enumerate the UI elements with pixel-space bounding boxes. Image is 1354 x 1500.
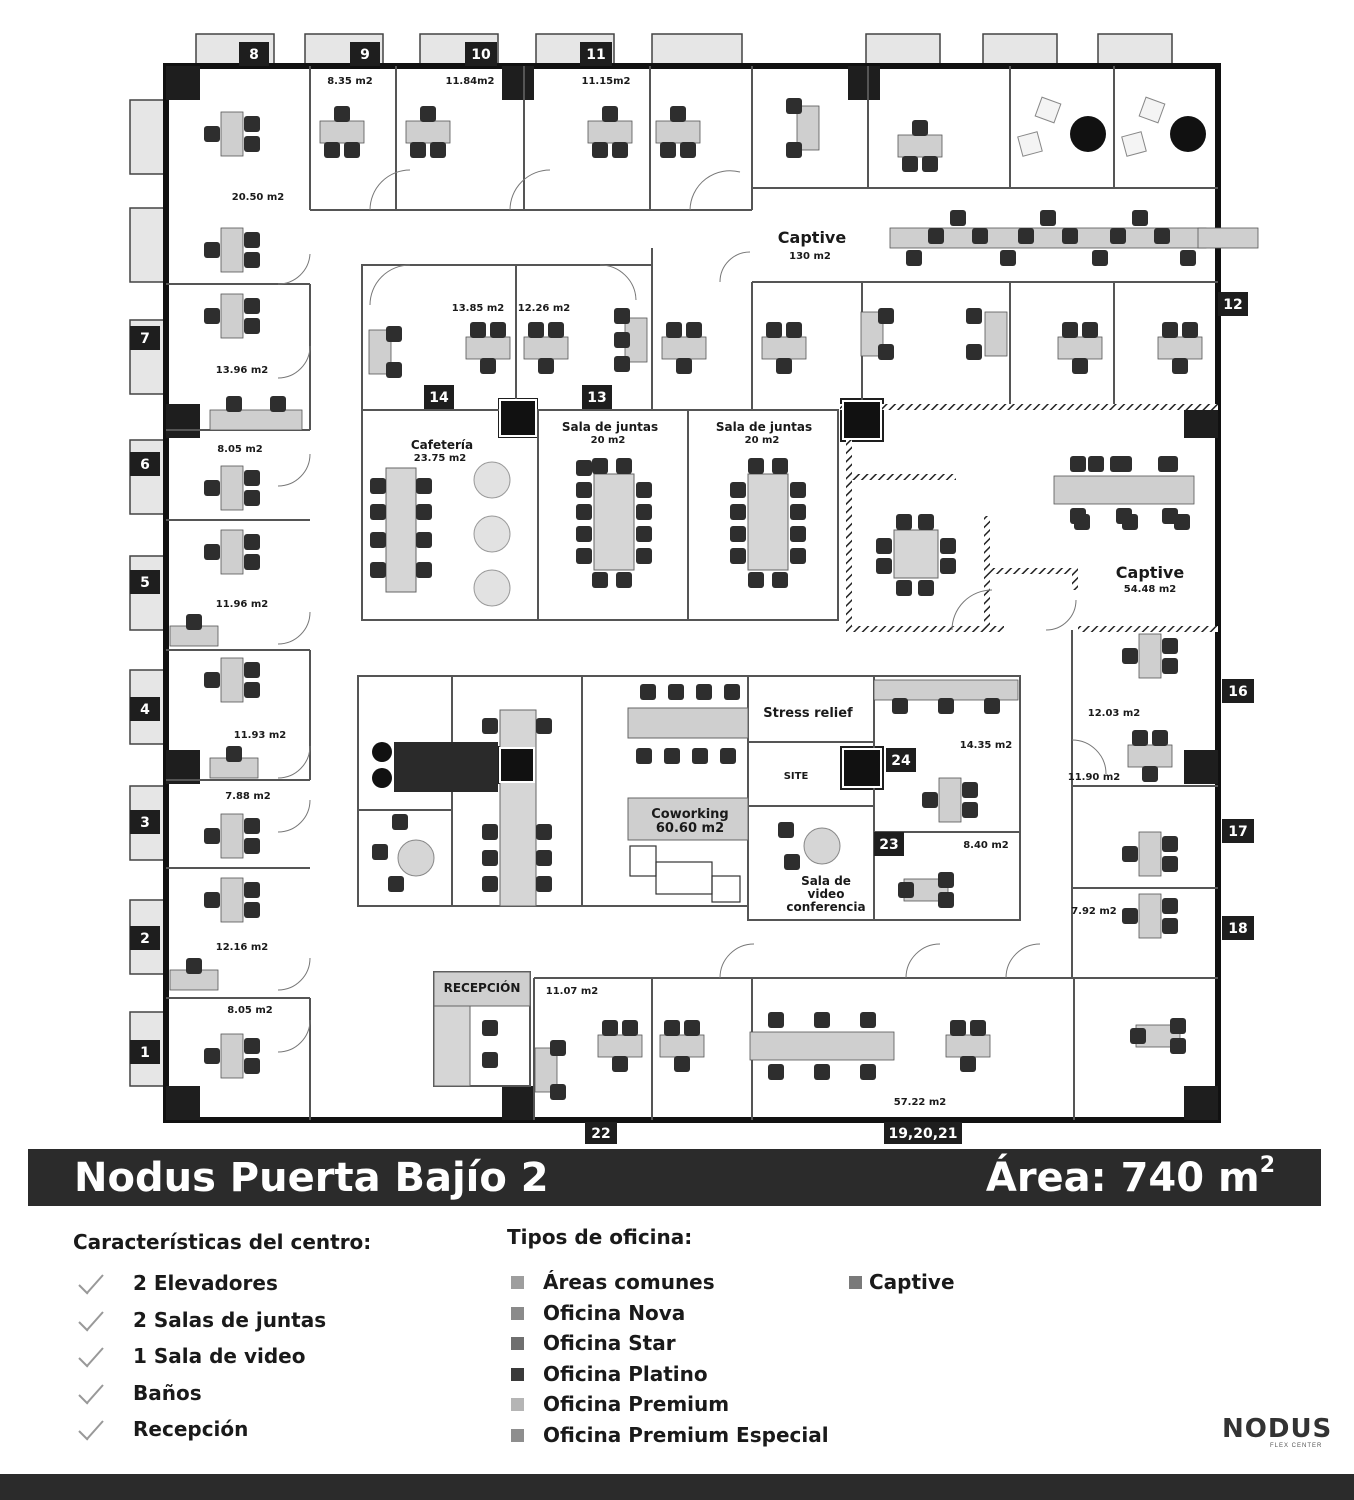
lounge-chairs: [1017, 96, 1166, 157]
check-icon: [78, 1347, 104, 1368]
room-label: RECEPCIÓN: [444, 980, 521, 995]
room-label: 12.03 m2: [1088, 708, 1141, 719]
svg-text:8: 8: [249, 47, 259, 63]
exterior-wall: [163, 63, 1221, 1123]
svg-text:4: 4: [140, 702, 150, 718]
svg-text:17: 17: [1228, 824, 1247, 840]
floor-plan: 20.50 m2 8.35 m2 11.84m2 11.15m2 13.85 m…: [129, 33, 1259, 1144]
svg-text:14: 14: [429, 390, 449, 406]
room-label: Sala de juntas: [716, 420, 812, 434]
room-label: Sala de juntas: [562, 420, 658, 434]
room-label: 11.93 m2: [234, 730, 287, 741]
title-banner: Nodus Puerta Bajío 2 Área: 740 m2: [28, 1149, 1321, 1206]
room-label: Stress relief: [763, 706, 853, 721]
svg-text:23: 23: [879, 837, 898, 853]
room-label: 13.85 m2: [452, 303, 505, 314]
room-label: 60.60 m2: [656, 821, 724, 836]
svg-text:7: 7: [140, 331, 150, 347]
room-label: Sala de: [801, 874, 851, 888]
coworking-lounge: [629, 845, 741, 903]
features-title: Características del centro:: [73, 1230, 372, 1254]
svg-text:5: 5: [140, 575, 150, 591]
room-label: 8.35 m2: [327, 76, 373, 87]
room-label: 7.92 m2: [1071, 906, 1117, 917]
svg-text:13: 13: [587, 390, 606, 406]
svg-text:19,20,21: 19,20,21: [888, 1126, 957, 1142]
office-number-badges: 8 9 10 11 12 13 14 7 6 5 4 3 2 1 16 17 1…: [130, 42, 1254, 1144]
room-label: video: [808, 887, 845, 901]
door-swings: [277, 169, 1107, 1053]
total-area: Área: 740 m2: [985, 1153, 1275, 1201]
room-label: conferencia: [786, 900, 865, 914]
room-label: 8.05 m2: [217, 444, 263, 455]
legend-swatch: [511, 1276, 524, 1289]
footer-bar: [0, 1474, 1354, 1500]
room-label: 11.96 m2: [216, 599, 269, 610]
svg-text:6: 6: [140, 457, 150, 473]
room-label: Captive: [1116, 563, 1185, 582]
legend-swatch: [511, 1306, 524, 1320]
center-title: Nodus Puerta Bajío 2: [74, 1155, 549, 1201]
check-icon: [78, 1383, 104, 1404]
svg-text:18: 18: [1228, 921, 1247, 937]
legend-swatch: [849, 1276, 862, 1289]
room-label: 11.84m2: [445, 76, 494, 87]
room-label: 23.75 m2: [414, 453, 467, 464]
room-label: 11.07 m2: [546, 986, 599, 997]
captive-hatched-walls: [840, 404, 1218, 632]
room-label: 7.88 m2: [225, 791, 271, 802]
check-icon: [78, 1420, 104, 1441]
room-label: 20.50 m2: [232, 192, 285, 203]
room-label: 20 m2: [591, 435, 626, 446]
room-label: 130 m2: [789, 251, 831, 262]
svg-text:12: 12: [1223, 297, 1242, 313]
room-label: 11.90 m2: [1068, 772, 1121, 783]
svg-text:22: 22: [591, 1126, 610, 1142]
room-label: 57.22 m2: [894, 1097, 947, 1108]
room-label: 8.05 m2: [227, 1005, 273, 1016]
office-types-title: Tipos de oficina:: [507, 1225, 693, 1249]
room-label: 12.26 m2: [518, 303, 571, 314]
room-label: 54.48 m2: [1124, 584, 1177, 595]
svg-text:16: 16: [1228, 684, 1247, 700]
svg-text:2: 2: [140, 931, 150, 947]
svg-text:3: 3: [140, 815, 150, 831]
workstations: [169, 98, 1259, 1100]
check-icon: [78, 1310, 104, 1331]
room-label: 20 m2: [745, 435, 780, 446]
room-label: Captive: [778, 228, 847, 247]
room-label: 8.40 m2: [963, 840, 1009, 851]
check-icon: [78, 1274, 104, 1295]
room-label: 14.35 m2: [960, 740, 1013, 751]
legend-swatch: [511, 1337, 524, 1350]
room-label: Cafetería: [411, 438, 473, 452]
interior-walls: [166, 66, 1218, 1120]
svg-text:1: 1: [140, 1045, 150, 1061]
legend-swatch: [511, 1367, 524, 1381]
legend-swatch: [511, 1398, 524, 1411]
meeting-tables: [372, 116, 1206, 1087]
svg-text:24: 24: [891, 753, 911, 769]
svg-text:9: 9: [360, 47, 370, 63]
room-label: 12.16 m2: [216, 942, 269, 953]
svg-text:11: 11: [586, 47, 605, 63]
structural-columns: [166, 66, 1218, 1120]
room-label: SITE: [784, 771, 809, 782]
nodus-logo: NODUS FLEX CENTER: [1222, 1414, 1333, 1449]
room-label: 11.15m2: [581, 76, 630, 87]
room-label: 13.96 m2: [216, 365, 269, 376]
room-label: Coworking: [651, 807, 729, 822]
elevators: [499, 399, 882, 788]
svg-text:10: 10: [471, 47, 491, 63]
legend-swatch: [511, 1428, 524, 1442]
